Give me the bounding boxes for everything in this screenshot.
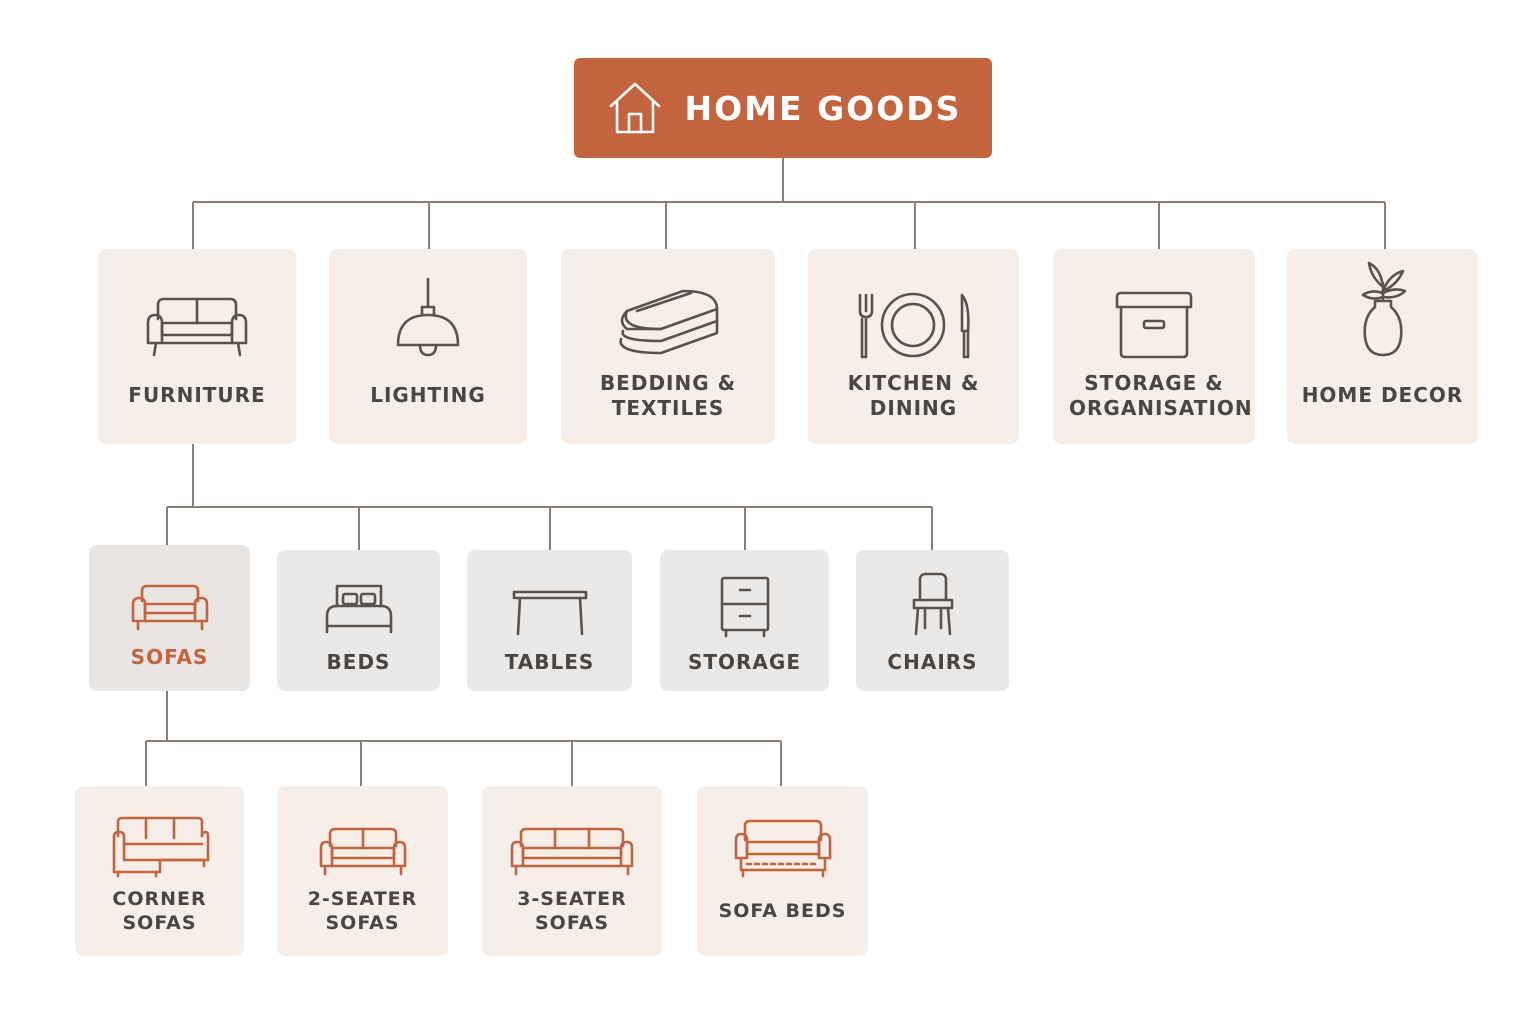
- bed-icon: [277, 550, 440, 638]
- category-label: BEDDING & TEXTILES: [599, 371, 737, 420]
- item-2-seater-sofas[interactable]: 2-SEATER SOFAS: [277, 786, 448, 956]
- house-icon: [609, 82, 660, 134]
- two-seater-sofa-icon: [277, 786, 448, 878]
- category-label: FURNITURE: [128, 383, 266, 407]
- item-label: CORNER SOFAS: [112, 888, 207, 934]
- item-label: 2-SEATER SOFAS: [307, 888, 418, 934]
- subcategory-label: TABLES: [504, 650, 595, 674]
- cabinet-icon: [660, 550, 829, 638]
- item-3-seater-sofas[interactable]: 3-SEATER SOFAS: [482, 786, 662, 956]
- subcategory-sofas[interactable]: SOFAS: [89, 545, 250, 691]
- category-furniture[interactable]: FURNITURE: [98, 249, 296, 444]
- subcategory-beds[interactable]: BEDS: [277, 550, 440, 691]
- plate-cutlery-icon: [808, 249, 1019, 361]
- subcategory-label: STORAGE: [687, 650, 801, 674]
- subcategory-label: SOFAS: [130, 645, 209, 669]
- sofa-bed-icon: [697, 786, 868, 878]
- pendant-lamp-icon: [329, 249, 527, 361]
- chair-icon: [856, 550, 1009, 638]
- subcategory-storage[interactable]: STORAGE: [660, 550, 829, 691]
- corner-sofa-icon: [75, 786, 244, 878]
- item-sofa-beds[interactable]: SOFA BEDS: [697, 786, 868, 956]
- vase-icon: [1287, 249, 1478, 361]
- subcategory-label: BEDS: [326, 650, 391, 674]
- subcategory-tables[interactable]: TABLES: [467, 550, 632, 691]
- table-icon: [467, 550, 632, 638]
- category-storage-organisation[interactable]: STORAGE & ORGANISATION: [1053, 249, 1255, 444]
- category-kitchen-dining[interactable]: KITCHEN & DINING: [808, 249, 1019, 444]
- root-label: HOME GOODS: [684, 88, 962, 128]
- subcategory-chairs[interactable]: CHAIRS: [856, 550, 1009, 691]
- sofa-icon: [98, 249, 296, 361]
- category-label: KITCHEN & DINING: [847, 371, 980, 420]
- category-lighting[interactable]: LIGHTING: [329, 249, 527, 444]
- category-home-decor[interactable]: HOME DECOR: [1287, 249, 1478, 444]
- category-label: LIGHTING: [370, 383, 486, 407]
- item-label: 3-SEATER SOFAS: [517, 888, 627, 934]
- item-label: SOFA BEDS: [718, 900, 847, 922]
- three-seater-sofa-icon: [482, 786, 662, 878]
- root-node-home-goods[interactable]: HOME GOODS: [574, 58, 992, 158]
- category-bedding-textiles[interactable]: BEDDING & TEXTILES: [561, 249, 775, 444]
- sofa-icon: [89, 545, 250, 633]
- folded-blanket-icon: [561, 249, 775, 361]
- category-label: STORAGE & ORGANISATION: [1069, 371, 1253, 420]
- storage-box-icon: [1053, 249, 1255, 361]
- category-label: HOME DECOR: [1301, 383, 1464, 407]
- subcategory-label: CHAIRS: [887, 650, 978, 674]
- item-corner-sofas[interactable]: CORNER SOFAS: [75, 786, 244, 956]
